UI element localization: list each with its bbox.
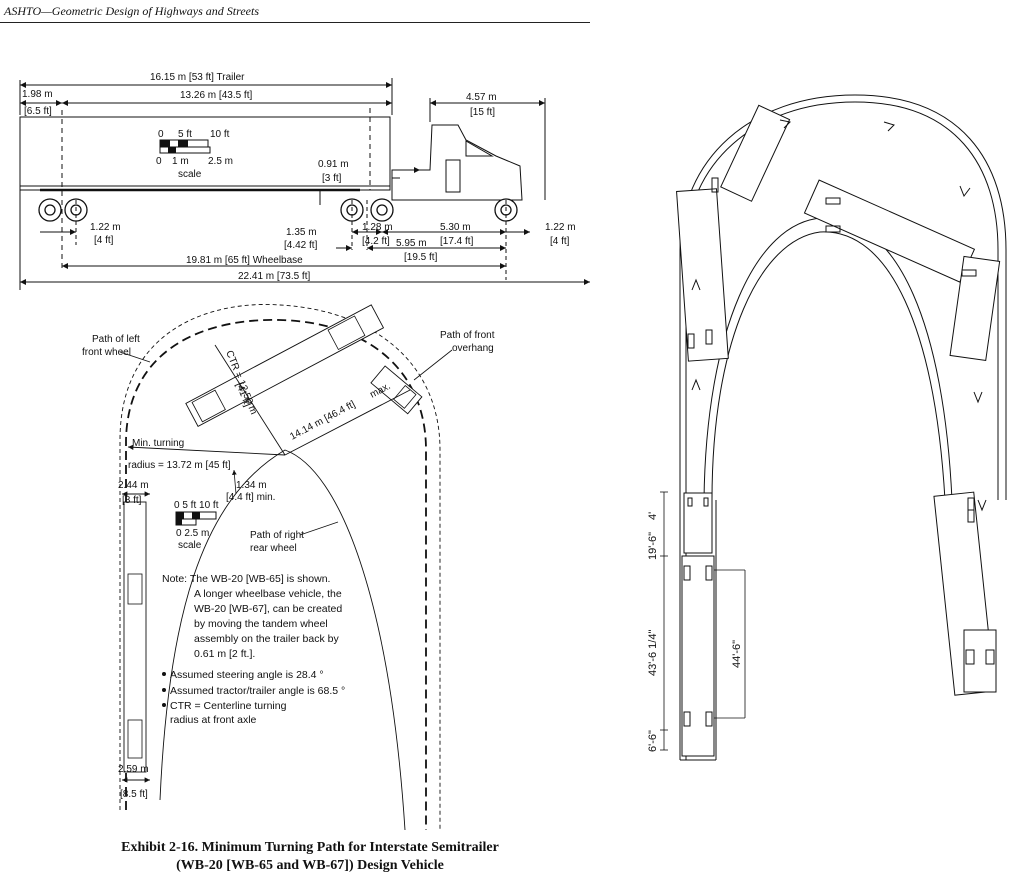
label-radius: radius = 13.72 m [45 ft] [128, 460, 231, 471]
label-right-path-2: rear wheel [250, 543, 297, 554]
note-bullet-3: CTR = Centerline turning [170, 700, 287, 712]
label-right-path-1: Path of right [250, 530, 304, 541]
scale-top-word: scale [178, 169, 202, 180]
label-259m: 2.59 m [118, 764, 149, 775]
dim-15ft: [15 ft] [470, 107, 495, 118]
note-bullet-4: radius at front axle [170, 714, 257, 726]
scale-top-m-25: 2.5 m [208, 156, 233, 167]
dim-1326m: 13.26 m [43.5 ft] [180, 90, 252, 101]
caption-line-2: (WB-20 [WB-65 and WB-67]) Design Vehicle [176, 858, 444, 873]
dim-128m: 1.28 m [362, 222, 393, 233]
dim-trailer-length: 16.15 m [53 ft] Trailer [150, 72, 245, 83]
dim-174ft: [17.4 ft] [440, 236, 474, 247]
note-line-5: assembly on the trailer back by [194, 633, 339, 645]
dim-457m: 4.57 m [466, 92, 497, 103]
label-44ft-min: [4.4 ft] min. [226, 492, 275, 503]
dim-wheelbase: 19.81 m [65 ft] Wheelbase [186, 255, 303, 266]
scale-bottom-word: scale [178, 540, 202, 551]
label-min-turning: Min. turning [132, 438, 184, 449]
scale-top-m-0: 0 [156, 156, 162, 167]
dim-442ft: [4.42 ft] [284, 240, 318, 251]
dim-446-rot: 44'-6" [731, 640, 743, 668]
dim-65ft: [6.5 ft] [24, 106, 52, 117]
right-turn-drawing [660, 94, 1007, 761]
dim-122m-left: 1.22 m [90, 222, 121, 233]
scale-bottom-m: 0 2.5 m [176, 528, 209, 539]
note-bullet-1: Assumed steering angle is 28.4 ° [170, 669, 324, 681]
dim-4ft-right: [4 ft] [550, 236, 570, 247]
scale-bar-bottom [175, 511, 217, 526]
scale-top-m-1: 1 m [172, 156, 189, 167]
dim-122m-right: 1.22 m [545, 222, 576, 233]
note-line-3: WB-20 [WB-67], can be created [194, 603, 342, 615]
dim-530m: 5.30 m [440, 222, 471, 233]
dim-595m: 5.95 m [396, 238, 427, 249]
note-block: Note: The WB-20 [WB-65] is shown. A long… [162, 573, 345, 726]
dim-195ft: [19.5 ft] [404, 252, 438, 263]
header-rule [0, 22, 590, 23]
scale-bottom-ft: 0 5 ft 10 ft [174, 500, 219, 511]
dim-135m: 1.35 m [286, 227, 317, 238]
header-title: ASHTO—Geometric Design of Highways and S… [4, 4, 259, 18]
label-244m: 2.44 m [118, 480, 149, 491]
label-134m: 1.34 m [236, 480, 267, 491]
dim-66-rot: 6'-6" [647, 730, 659, 752]
label-left-path-1: Path of left [92, 334, 140, 345]
note-bullet-2: Assumed tractor/trailer angle is 68.5 ° [170, 685, 345, 697]
dim-091m: 0.91 m [318, 159, 349, 170]
label-left-path-2: front wheel [82, 347, 131, 358]
turning-path-diagram [119, 304, 453, 831]
scale-bar-top [159, 139, 211, 154]
label-front-overhang-1: Path of front [440, 330, 495, 341]
scale-top-ft-0: 0 [158, 129, 164, 140]
note-line-6: 0.61 m [2 ft.]. [194, 648, 255, 660]
dim-42ft: [4.2 ft] [362, 236, 390, 247]
dim-43614-rot: 43'-6 1/4" [647, 630, 659, 676]
dim-overall-length: 22.41 m [73.5 ft] [238, 271, 310, 282]
note-line-2: A longer wheelbase vehicle, the [194, 588, 342, 600]
truck-elevation [19, 78, 590, 290]
dim-4ft-left: [4 ft] [94, 235, 114, 246]
scale-top-ft-5: 5 ft [178, 129, 192, 140]
dim-196-rot: 19'-6" [647, 532, 659, 560]
label-1414m: 14.14 m [46.4 ft] [288, 399, 357, 443]
label-8ft: [8 ft] [122, 495, 142, 506]
dim-4ft-rot: 4' [647, 512, 659, 520]
dim-3ft: [3 ft] [322, 173, 342, 184]
caption-line-1: Exhibit 2-16. Minimum Turning Path for I… [121, 840, 499, 855]
label-front-overhang-2: overhang [452, 343, 494, 354]
note-line-4: by moving the tandem wheel [194, 618, 328, 630]
label-85ft: [8.5 ft] [120, 789, 148, 800]
scale-top-ft-10: 10 ft [210, 129, 230, 140]
dim-198m: 1.98 m [22, 89, 53, 100]
note-line-1: Note: The WB-20 [WB-65] is shown. [162, 573, 330, 585]
